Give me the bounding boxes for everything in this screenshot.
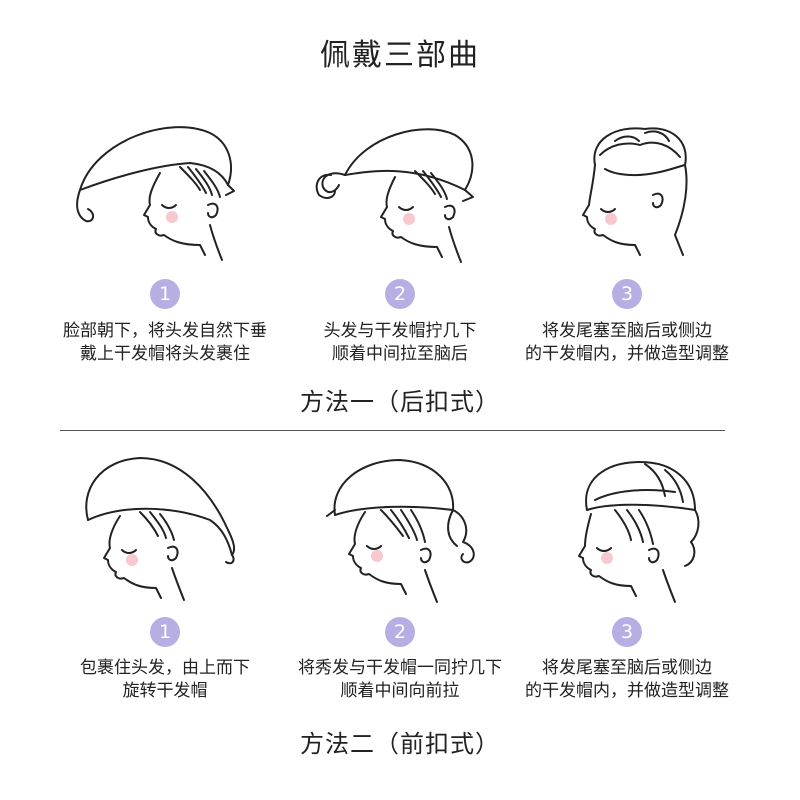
illustration-step2-back	[305, 115, 505, 285]
step-description: 脸部朝下，将头发自然下垂 戴上干发帽将头发裹住	[45, 320, 285, 366]
section-divider	[60, 430, 725, 431]
step-number-badge: 1	[150, 617, 180, 647]
step-description: 将秀发与干发帽一同拧几下 顺着中间向前拉	[280, 657, 520, 703]
step-description-line: 将秀发与干发帽一同拧几下	[298, 658, 502, 678]
step-number-badge: 1	[150, 279, 180, 309]
step-description-line: 头发与干发帽拧几下	[323, 321, 477, 341]
method-title: 方法二（前扣式）	[300, 730, 500, 758]
step-number-badge: 2	[385, 279, 415, 309]
step-number-badge: 3	[612, 279, 642, 309]
step-number-badge: 2	[385, 617, 415, 647]
illustration-step1-back	[60, 115, 260, 285]
step-description-line: 的干发帽内，并做造型调整	[525, 344, 729, 364]
step-description: 包裹住头发，由上而下 旋转干发帽	[45, 657, 285, 703]
step-description: 头发与干发帽拧几下 顺着中间拉至脑后	[280, 320, 520, 366]
illustration-step3-front	[545, 450, 745, 620]
step-description-line: 顺着中间拉至脑后	[332, 344, 468, 364]
illustration-step3-back	[545, 115, 745, 285]
step-description-line: 包裹住头发，由上而下	[80, 658, 250, 678]
step-number-badge: 3	[612, 617, 642, 647]
step-description-line: 脸部朝下，将头发自然下垂	[63, 321, 267, 341]
method-title: 方法一（后扣式）	[300, 388, 500, 416]
illustration-step1-front	[60, 450, 260, 620]
step-description-line: 顺着中间向前拉	[340, 681, 460, 701]
step-description-line: 将发尾塞至脑后或侧边	[542, 658, 712, 678]
step-description: 将发尾塞至脑后或侧边 的干发帽内，并做造型调整	[507, 320, 747, 366]
step-description: 将发尾塞至脑后或侧边 的干发帽内，并做造型调整	[507, 657, 747, 703]
step-description-line: 旋转干发帽	[122, 681, 208, 701]
step-description-line: 戴上干发帽将头发裹住	[80, 344, 250, 364]
step-description-line: 的干发帽内，并做造型调整	[525, 681, 729, 701]
step-description-line: 将发尾塞至脑后或侧边	[542, 321, 712, 341]
page-title: 佩戴三部曲	[320, 38, 480, 73]
illustration-step2-front	[305, 450, 505, 620]
